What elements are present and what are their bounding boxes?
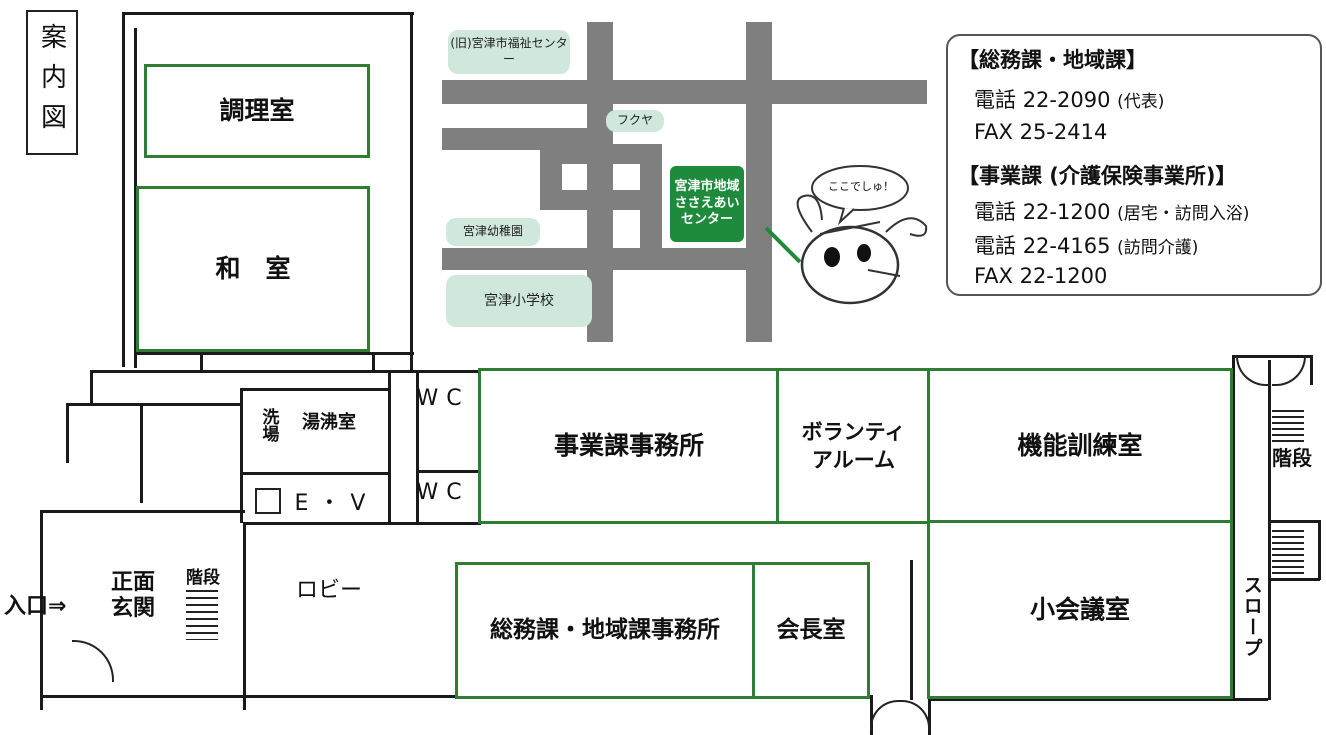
dept1-phone-label: 電話 bbox=[974, 88, 1016, 112]
lobby-label: ロビー bbox=[296, 578, 363, 603]
elevator-label: E・V bbox=[294, 491, 376, 516]
dept1-phone-note: (代表) bbox=[1117, 92, 1165, 112]
wc-label-1: WC bbox=[416, 386, 470, 411]
map-destination: 宮津市地域ささえあいセンター bbox=[670, 166, 744, 242]
front-entrance-label: 正面玄関 bbox=[110, 570, 155, 622]
mascot-speech: ここでしゅ！ bbox=[828, 180, 894, 193]
room-business-office: 事業課事務所 bbox=[478, 368, 780, 524]
entrance-arrow-label: 入口⇒ bbox=[4, 594, 67, 619]
washroom-label: 洗場 bbox=[258, 408, 279, 442]
room-tatami: 和 室 bbox=[136, 186, 370, 352]
room-general-office: 総務課・地域課事務所 bbox=[455, 562, 755, 699]
dept2-phone2-note: (訪問介護) bbox=[1117, 238, 1199, 258]
map-welfare-center: (旧)宮津市福祉センター bbox=[448, 30, 570, 74]
dept2-phone1-label: 電話 bbox=[974, 200, 1016, 224]
dept2-phone1-row: 電話 22-1200 (居宅・訪問入浴) bbox=[974, 196, 1249, 226]
stairs-right-label: 階段 bbox=[1272, 446, 1312, 470]
map-kindergarten: 宮津幼稚園 bbox=[446, 218, 540, 246]
room-volunteer-label: ボランティアルーム bbox=[801, 419, 906, 472]
room-training-label: 機能訓練室 bbox=[1017, 431, 1143, 461]
dept2-phone2-label: 電話 bbox=[974, 234, 1016, 258]
room-meeting-label: 小会議室 bbox=[1029, 594, 1130, 624]
stairs-left-label: 階段 bbox=[186, 568, 220, 588]
room-cooking: 調理室 bbox=[144, 64, 370, 158]
mascot: ここでしゅ！ bbox=[760, 150, 940, 310]
legend-box: 案内図 bbox=[26, 10, 78, 155]
room-chairman: 会長室 bbox=[752, 562, 870, 699]
elevator-box bbox=[255, 488, 281, 514]
room-volunteer: ボランティアルーム bbox=[776, 368, 931, 524]
room-tatami-label: 和 室 bbox=[215, 254, 291, 284]
wc-label-2: WC bbox=[416, 480, 470, 505]
room-meeting: 小会議室 bbox=[927, 520, 1233, 699]
map-elementary: 宮津小学校 bbox=[446, 275, 592, 327]
dept1-fax: FAX 25-2414 bbox=[974, 120, 1108, 144]
dept1-heading: 【総務課・地域課】 bbox=[958, 48, 1147, 72]
map-fukuya: フクヤ bbox=[606, 110, 664, 132]
dept2-fax: FAX 22-1200 bbox=[974, 264, 1108, 288]
room-business-office-label: 事業課事務所 bbox=[553, 431, 704, 461]
room-cooking-label: 調理室 bbox=[219, 96, 295, 126]
contact-box: 【総務課・地域課】 電話 22-2090 (代表) FAX 25-2414 【事… bbox=[946, 34, 1322, 296]
room-general-office-label: 総務課・地域課事務所 bbox=[490, 616, 720, 643]
dept2-phone2-row: 電話 22-4165 (訪問介護) bbox=[974, 230, 1198, 260]
dept2-phone1-note: (居宅・訪問入浴) bbox=[1117, 204, 1250, 224]
dept1-phone-row: 電話 22-2090 (代表) bbox=[974, 84, 1164, 114]
dept2-phone2: 22-4165 bbox=[1022, 234, 1111, 258]
legend-title: 案内図 bbox=[36, 22, 67, 143]
dept1-phone: 22-2090 bbox=[1022, 88, 1111, 112]
mascot-icon bbox=[764, 165, 928, 305]
room-training: 機能訓練室 bbox=[927, 368, 1233, 524]
boiler-room-label: 湯沸室 bbox=[302, 412, 356, 433]
dept2-phone1: 22-1200 bbox=[1022, 200, 1111, 224]
slope-label: スロープ bbox=[1240, 575, 1263, 659]
dept2-heading: 【事業課 (介護保険事業所)】 bbox=[958, 164, 1237, 188]
room-chairman-label: 会長室 bbox=[776, 616, 846, 643]
